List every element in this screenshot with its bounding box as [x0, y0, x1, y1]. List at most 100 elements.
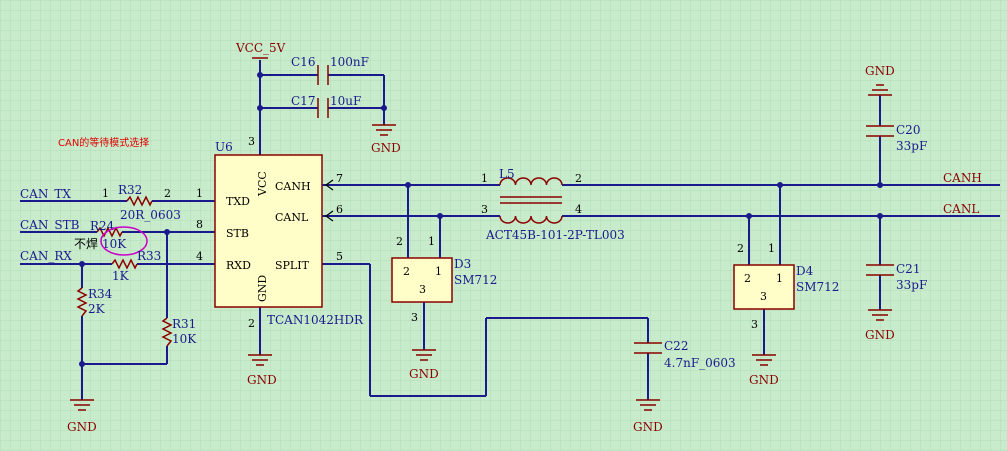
d3-pin2-inner: 2 — [403, 265, 410, 278]
gnd-symbol-c17: GND — [371, 124, 401, 155]
c21-ref: C21 — [896, 262, 920, 276]
r34-value: 2K — [88, 302, 106, 316]
pin-txd: TXD — [226, 195, 250, 208]
d4-ref: D4 — [796, 264, 814, 278]
r34-ref: R34 — [88, 287, 113, 301]
gnd-label: GND — [749, 373, 779, 387]
gnd-symbol-c20: GND — [865, 64, 895, 96]
l5-value: ACT45B-101-2P-TL003 — [485, 228, 625, 242]
capacitor-c16: C16 100nF — [291, 55, 369, 85]
tvs-diode-d3: 2 1 3 2 1 3 D3 SM712 — [391, 235, 497, 324]
gnd-symbol-chip: GND — [247, 354, 277, 387]
d4-pin2-inner: 2 — [744, 272, 751, 285]
c17-value: 10uF — [330, 94, 361, 108]
gnd-symbol-c22: GND — [633, 399, 663, 434]
choke-l5: L5 ACT45B-101-2P-TL003 1 2 3 4 — [481, 167, 625, 242]
l5-pin2: 2 — [575, 172, 582, 185]
resistor-r34: R34 2K — [76, 287, 113, 317]
gnd-label: GND — [247, 373, 277, 387]
pin-num-txd: 1 — [196, 187, 203, 200]
c20-ref: C20 — [896, 123, 920, 137]
l5-pin3: 3 — [481, 203, 488, 216]
pin-num-split: 5 — [336, 250, 343, 263]
c16-value: 100nF — [330, 55, 369, 69]
r33-ref: R33 — [137, 249, 161, 263]
capacitor-c22: C22 4.7nF_0603 — [634, 339, 736, 370]
signal-can-stb: CAN_STB — [20, 218, 80, 232]
pin-num-canh: 7 — [336, 172, 343, 185]
l5-ref: L5 — [499, 167, 515, 181]
r31-value: 10K — [172, 332, 197, 346]
r24-value: 10K — [102, 237, 127, 251]
gnd-symbol-c21: GND — [865, 309, 895, 342]
d4-value: SM712 — [796, 280, 839, 294]
d3-pin3: 3 — [411, 311, 418, 324]
c20-value: 33pF — [896, 139, 927, 153]
r32-ref: R32 — [118, 183, 142, 197]
r24-no-solder-mark: 不焊 — [74, 236, 98, 251]
d3-pin3-inner: 3 — [419, 283, 426, 296]
d4-pin1: 1 — [768, 242, 775, 255]
u6-ref: U6 — [215, 140, 233, 154]
pin-vcc: VCC — [256, 171, 269, 197]
r32-value: 20R_0603 — [120, 208, 181, 222]
gnd-label: GND — [865, 64, 895, 78]
gnd-label: GND — [67, 420, 97, 434]
resistor-r33: R33 1K — [111, 249, 161, 283]
resistor-r32: R32 20R_0603 1 2 — [102, 183, 181, 222]
tvs-diode-d4: 2 1 3 2 1 3 D4 SM712 — [733, 242, 839, 331]
pin-gnd: GND — [256, 275, 269, 302]
d4-pin1-inner: 1 — [776, 272, 783, 285]
capacitor-c17: C17 10uF — [291, 94, 361, 118]
capacitor-c20: C20 33pF — [866, 123, 927, 153]
d3-pin2: 2 — [396, 235, 403, 248]
d3-pin1-inner: 1 — [435, 265, 442, 278]
pin-num-vcc: 3 — [248, 135, 255, 148]
resistor-r24: R24 10K 不焊 — [74, 219, 148, 256]
r33-value: 1K — [112, 269, 130, 283]
gnd-label: GND — [409, 367, 439, 381]
gnd-symbol-left: GND — [67, 399, 97, 434]
c21-value: 33pF — [896, 278, 927, 292]
r24-ref: R24 — [90, 219, 115, 233]
u6-part: TCAN1042HDR — [267, 313, 364, 327]
capacitor-c21: C21 33pF — [866, 262, 927, 292]
gnd-label: GND — [371, 141, 401, 155]
mode-note: CAN的等待模式选择 — [58, 136, 149, 149]
pin-num-canl: 6 — [336, 203, 343, 216]
c16-ref: C16 — [291, 55, 315, 69]
d4-pin3-inner: 3 — [760, 290, 767, 303]
d3-ref: D3 — [454, 257, 471, 271]
pin-rxd: RXD — [226, 259, 251, 272]
d3-pin1: 1 — [428, 235, 435, 248]
wires — [20, 60, 1000, 400]
gnd-symbol-d3: GND — [409, 349, 439, 381]
pin-stb: STB — [226, 227, 249, 240]
junctions — [79, 72, 883, 367]
d4-pin2: 2 — [737, 242, 744, 255]
d4-pin3: 3 — [751, 318, 758, 331]
c22-ref: C22 — [664, 339, 688, 353]
pin-split: SPLIT — [275, 259, 310, 272]
vcc-symbol: VCC_5V — [235, 41, 286, 59]
resistor-r31: R31 10K — [161, 317, 197, 347]
l5-pin1: 1 — [481, 172, 488, 185]
gnd-symbol-d4: GND — [749, 354, 779, 387]
r32-pin2: 2 — [164, 187, 171, 200]
pin-num-rxd: 4 — [196, 250, 203, 263]
c17-ref: C17 — [291, 94, 315, 108]
signal-can-rx: CAN_RX — [20, 249, 72, 263]
pin-num-gnd: 2 — [248, 317, 255, 330]
signal-canl: CANL — [943, 202, 979, 216]
pin-num-stb: 8 — [196, 218, 203, 231]
r32-pin1: 1 — [102, 187, 109, 200]
r31-ref: R31 — [172, 317, 196, 331]
pin-canl: CANL — [275, 211, 309, 224]
d3-value: SM712 — [454, 273, 497, 287]
gnd-label: GND — [865, 328, 895, 342]
signal-canh: CANH — [943, 171, 982, 185]
vcc-label: VCC_5V — [235, 41, 286, 55]
gnd-label: GND — [633, 420, 663, 434]
